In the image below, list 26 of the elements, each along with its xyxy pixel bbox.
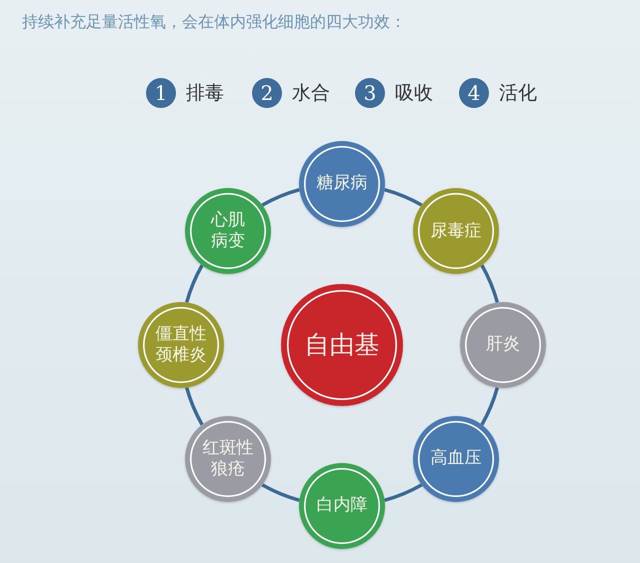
ring-connector bbox=[384, 188, 423, 207]
number-marker: 4 bbox=[459, 78, 489, 108]
ring-connector bbox=[261, 483, 300, 502]
ring-connector bbox=[480, 387, 499, 426]
disease-circle: 心肌病变 bbox=[185, 188, 272, 274]
ring-connector bbox=[185, 387, 204, 426]
disease-circle: 尿毒症 bbox=[412, 188, 499, 274]
ring-connector bbox=[384, 483, 423, 502]
ring-connector bbox=[185, 264, 204, 303]
disease-circle: 红斑性狼疮 bbox=[185, 416, 272, 502]
disease-circle: 白内障 bbox=[299, 463, 385, 549]
center-circle: 自由基 bbox=[281, 284, 403, 406]
ring-connector bbox=[480, 264, 499, 303]
benefit-label: 活化 bbox=[499, 81, 537, 105]
number-marker: 1 bbox=[146, 78, 176, 108]
disease-circle: 僵直性颈椎炎 bbox=[138, 302, 224, 388]
disease-circle: 高血压 bbox=[412, 416, 499, 502]
disease-circle: 糖尿病 bbox=[299, 141, 385, 227]
benefit-label: 水合 bbox=[292, 81, 330, 105]
ring-connector bbox=[261, 188, 300, 207]
title: 持续补充足量活性氧，会在体内强化细胞的四大功效： bbox=[22, 12, 406, 33]
number-marker: 3 bbox=[355, 78, 385, 108]
benefit-label: 吸收 bbox=[395, 81, 433, 105]
number-marker: 2 bbox=[252, 78, 282, 108]
benefit-label: 排毒 bbox=[186, 81, 224, 105]
disease-circle: 肝炎 bbox=[460, 302, 546, 388]
